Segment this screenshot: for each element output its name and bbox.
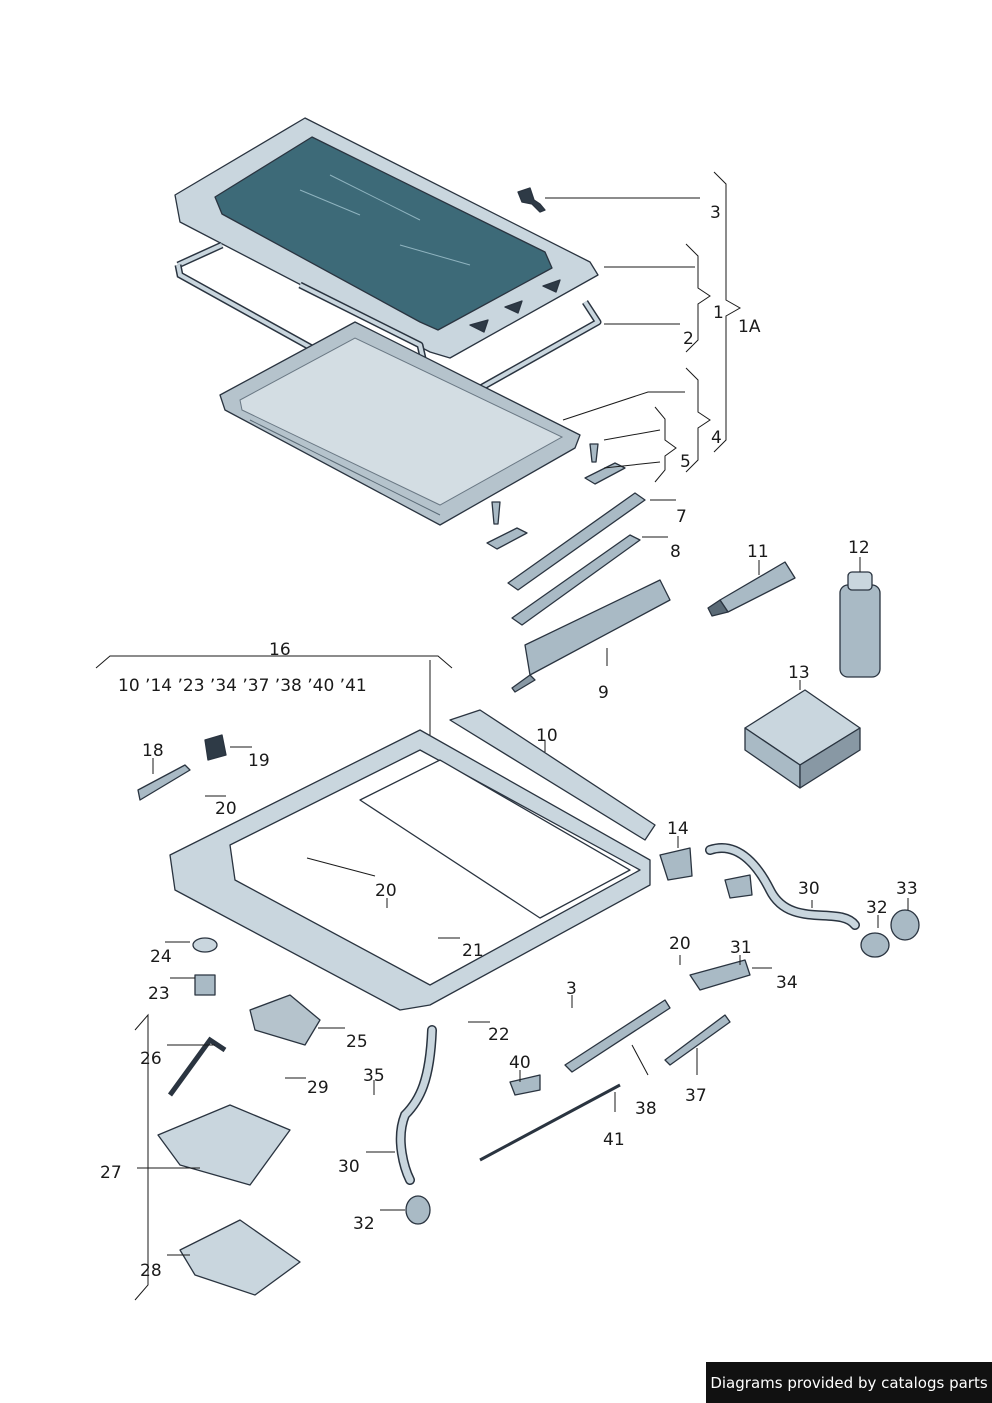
callout-31: 31 xyxy=(730,938,752,958)
service-box xyxy=(744,689,861,789)
callout-40: 40 xyxy=(509,1053,531,1073)
callout-3: 3 xyxy=(710,203,721,223)
callout-23: 23 xyxy=(148,984,170,1004)
callout-34: 34 xyxy=(776,973,798,993)
callout-38: 38 xyxy=(635,1099,657,1119)
callout-20: 20 xyxy=(669,934,691,954)
clip-part xyxy=(486,187,626,550)
callout-13: 13 xyxy=(788,663,810,683)
leader-lines xyxy=(95,171,909,1301)
callout-30: 30 xyxy=(338,1157,360,1177)
callout-18: 18 xyxy=(142,741,164,761)
callout-11: 11 xyxy=(747,542,769,562)
callout-28: 28 xyxy=(140,1261,162,1281)
fluid-bottle xyxy=(839,571,881,678)
callout-10: 10 xyxy=(536,726,558,746)
callout-1a: 1A xyxy=(738,317,761,337)
glass-panel xyxy=(174,117,599,359)
callout-2: 2 xyxy=(683,329,694,349)
callout-41: 41 xyxy=(603,1130,625,1150)
callout-32: 32 xyxy=(866,898,888,918)
callout-16: 16 xyxy=(269,640,291,660)
callout-27: 27 xyxy=(100,1163,122,1183)
callout-labels: 3 1 1A 2 4 5 7 8 9 11 12 13 16 10 ʼ14 ʼ2… xyxy=(100,203,918,1281)
callout-7: 7 xyxy=(676,507,687,527)
credit-banner: Diagrams provided by catalogs parts xyxy=(706,1362,992,1403)
callout-30: 30 xyxy=(798,879,820,899)
callout-37: 37 xyxy=(685,1086,707,1106)
callout-33: 33 xyxy=(896,879,918,899)
callout-14: 14 xyxy=(667,819,689,839)
sunshade-panel xyxy=(219,321,581,526)
callout-16-list: 10 ʼ14 ʼ23 ʼ34 ʼ37 ʼ38 ʼ40 ʼ41 xyxy=(118,676,367,696)
callout-22: 22 xyxy=(488,1025,510,1045)
callout-35: 35 xyxy=(363,1066,385,1086)
callout-20: 20 xyxy=(215,799,237,819)
callout-21: 21 xyxy=(462,941,484,961)
grease-tube xyxy=(707,561,796,617)
callout-25: 25 xyxy=(346,1032,368,1052)
callout-32: 32 xyxy=(353,1214,375,1234)
callout-24: 24 xyxy=(150,947,172,967)
guide-rails xyxy=(507,492,671,693)
callout-29: 29 xyxy=(307,1078,329,1098)
misc-lower-parts xyxy=(157,847,920,1296)
main-frame xyxy=(137,709,656,1046)
callout-20: 20 xyxy=(375,881,397,901)
seal-part xyxy=(174,241,602,416)
callout-19: 19 xyxy=(248,751,270,771)
callout-12: 12 xyxy=(848,538,870,558)
callout-3: 3 xyxy=(566,979,577,999)
callout-5: 5 xyxy=(680,452,691,472)
callout-4: 4 xyxy=(711,428,722,448)
drain-hoses xyxy=(395,843,860,1185)
callout-1: 1 xyxy=(713,303,724,323)
callout-26: 26 xyxy=(140,1049,162,1069)
callout-8: 8 xyxy=(670,542,681,562)
callout-9: 9 xyxy=(598,683,609,703)
